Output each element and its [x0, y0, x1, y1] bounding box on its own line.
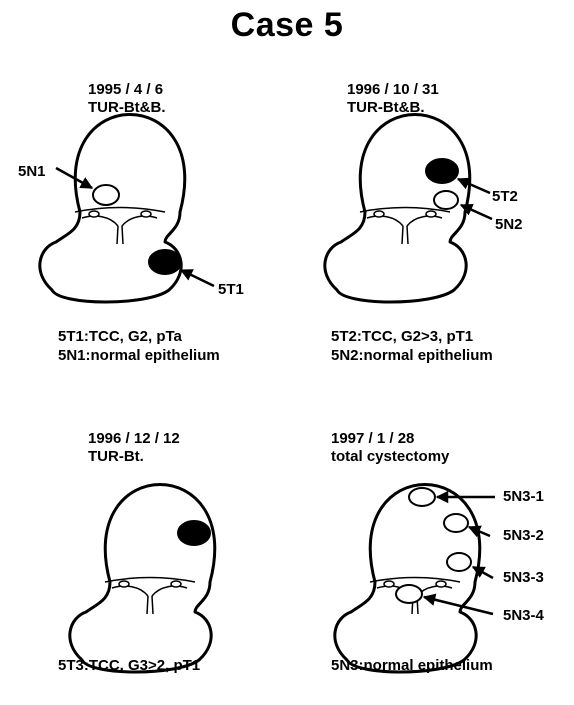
panel3-finding-1: 5T3:TCC, G3>2, pT1: [58, 657, 201, 674]
panel1-date: 1995 / 4 / 6: [88, 81, 164, 98]
arrow-5N2: [459, 203, 493, 221]
marker-5N3-2: [443, 513, 469, 533]
label-5N3-1: 5N3-1: [503, 488, 544, 505]
label-5T2: 5T2: [492, 188, 518, 205]
panel2-procedure: TUR-Bt&B.: [347, 99, 425, 116]
panel2-finding-2: 5N2:normal epithelium: [331, 347, 493, 364]
panel4-date: 1997 / 1 / 28: [331, 430, 415, 447]
marker-5T3: [177, 520, 211, 546]
marker-5N3-4: [395, 584, 423, 604]
arrow-5N1: [55, 166, 94, 190]
panel1-finding-2: 5N1:normal epithelium: [58, 347, 220, 364]
bladder-outline-4: [333, 483, 482, 674]
arrow-5N3-3: [471, 565, 494, 580]
panel3-date: 1996 / 12 / 12: [88, 430, 180, 447]
arrow-5N3-4: [422, 593, 494, 616]
label-5N1: 5N1: [18, 163, 46, 180]
marker-5N3-1: [408, 487, 436, 507]
panel1-finding-1: 5T1:TCC, G2, pTa: [58, 328, 182, 345]
marker-5T2: [425, 158, 459, 184]
panel2-finding-1: 5T2:TCC, G2>3, pT1: [331, 328, 474, 345]
label-5N3-2: 5N3-2: [503, 527, 544, 544]
marker-5N3-3: [446, 552, 472, 572]
panel4-finding-1: 5N3:normal epithelium: [331, 657, 493, 674]
label-5N3-4: 5N3-4: [503, 607, 544, 624]
label-5N3-3: 5N3-3: [503, 569, 544, 586]
marker-5N2: [433, 190, 459, 210]
panel2-date: 1996 / 10 / 31: [347, 81, 439, 98]
arrow-5N3-2: [467, 525, 491, 538]
marker-5N1: [92, 184, 120, 206]
arrow-5T2: [456, 177, 491, 195]
panel1-procedure: TUR-Bt&B.: [88, 99, 166, 116]
panel4-procedure: total cystectomy: [331, 448, 450, 465]
label-5N2: 5N2: [495, 216, 523, 233]
marker-5T1: [148, 249, 182, 275]
bladder-outline-3: [68, 483, 217, 674]
arrow-5T1: [179, 268, 215, 288]
label-5T1: 5T1: [218, 281, 244, 298]
panel3-procedure: TUR-Bt.: [88, 448, 144, 465]
figure-title: Case 5: [230, 6, 344, 44]
